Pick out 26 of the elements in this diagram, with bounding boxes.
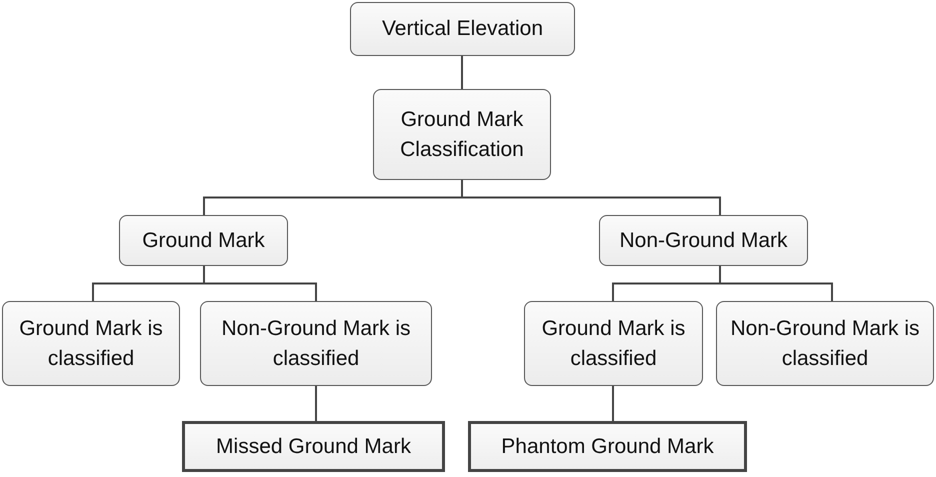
connector-line <box>612 386 614 421</box>
outcome-box <box>182 421 445 472</box>
process-box <box>2 301 180 386</box>
process-box <box>524 301 703 386</box>
node-label: Ground Mark is classified <box>540 316 686 372</box>
connector-line <box>203 266 317 301</box>
connector-line <box>315 386 317 421</box>
process-box <box>716 301 934 386</box>
process-box <box>200 301 432 386</box>
process-box <box>599 215 808 266</box>
process-box <box>350 2 575 56</box>
node-label: Ground Mark Classification <box>399 107 525 162</box>
node-label: Non-Ground Mark is classified <box>220 316 412 372</box>
connector-line <box>719 266 833 301</box>
node-label: Missed Ground Mark <box>215 434 412 460</box>
node-label: Ground Mark is classified <box>18 316 164 372</box>
node-label: Non-Ground Mark is classified <box>729 316 921 372</box>
node-label: Phantom Ground Mark <box>500 434 715 460</box>
process-box <box>373 89 551 180</box>
node-label: Ground Mark <box>141 228 266 254</box>
outcome-box <box>468 421 747 472</box>
node-label: Non-Ground Mark <box>618 228 789 254</box>
connector-line <box>461 56 463 89</box>
process-box <box>119 215 288 266</box>
connector-line <box>461 180 721 215</box>
node-label: Vertical Elevation <box>380 16 544 42</box>
